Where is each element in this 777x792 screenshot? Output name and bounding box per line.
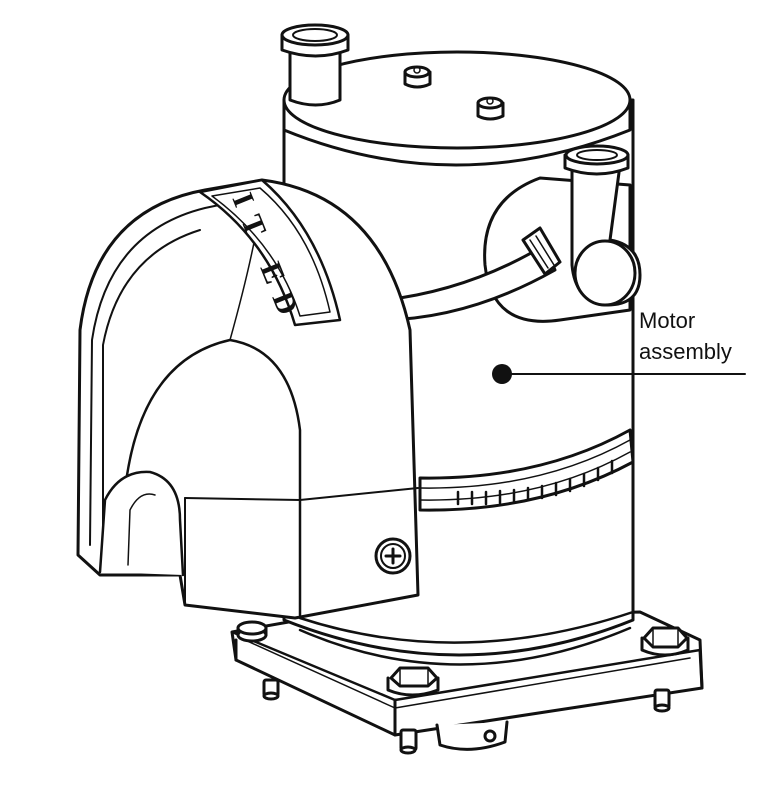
motor-base-rim bbox=[298, 610, 635, 644]
elbow-fitting bbox=[563, 144, 642, 307]
inlet-pipe-top bbox=[280, 23, 350, 107]
housing-label-plate bbox=[198, 178, 342, 327]
callout-label-line-1: Motor bbox=[639, 308, 696, 333]
base-bolt-front bbox=[386, 666, 440, 697]
housing-arch-opening bbox=[98, 470, 185, 577]
motor-top-cap bbox=[282, 50, 632, 167]
hose-clamp bbox=[521, 226, 562, 276]
base-bolt-right bbox=[640, 626, 690, 657]
band-clamp bbox=[418, 428, 635, 512]
side-hose bbox=[383, 243, 557, 322]
base-bolt-left bbox=[236, 620, 268, 643]
top-bolt-1 bbox=[403, 65, 432, 89]
callout-leader bbox=[492, 364, 746, 384]
top-bolt-2 bbox=[476, 96, 505, 121]
housing-screw bbox=[374, 537, 412, 575]
callout-label-line-2: assembly bbox=[639, 339, 732, 364]
base-feet bbox=[262, 678, 671, 755]
callout-dot bbox=[492, 364, 512, 384]
